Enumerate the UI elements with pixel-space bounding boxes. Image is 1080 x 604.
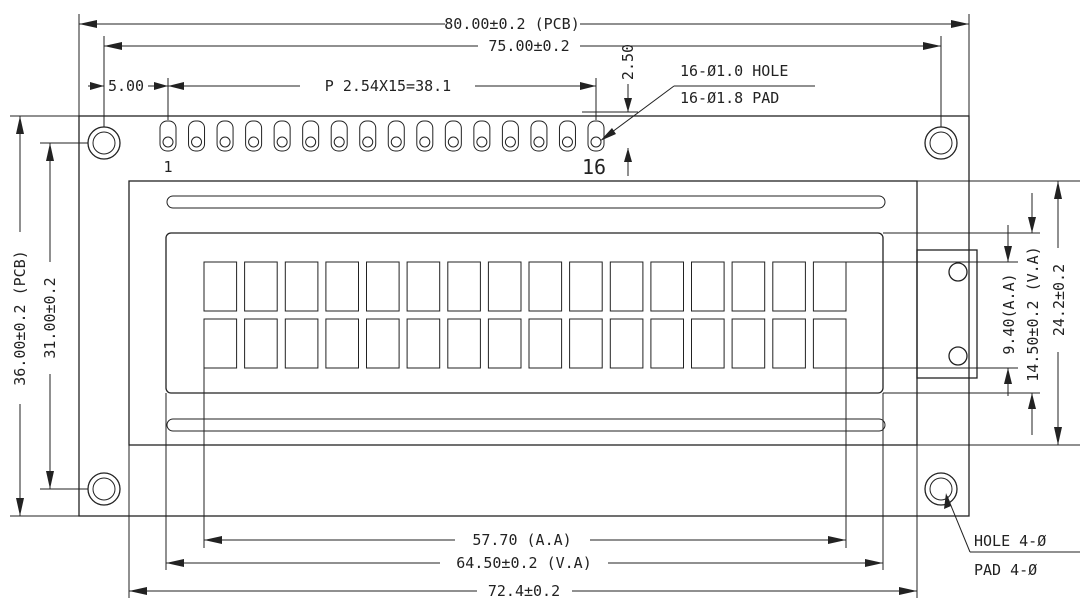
char-cell-r2c12 [650,318,685,369]
char-cell-r2c4 [325,318,359,369]
mounting-hole-br [924,472,958,506]
pin-16 [587,120,605,152]
char-cell-r2c3 [284,318,319,369]
dim-pcb-height: 36.00±0.2 (PCB) [11,250,29,385]
char-cell-r1c6 [406,261,441,312]
char-cell-r1c8 [487,261,522,312]
bezel-slot-bottom [166,418,886,432]
char-cell-r1c10 [569,261,603,312]
pad-spec: 16-Ø1.8 PAD [680,89,779,107]
char-cell-r2c15 [772,318,806,369]
char-cell-r1c14 [731,261,766,312]
char-cell-r1c15 [772,261,806,312]
char-cell-r1c5 [366,261,400,312]
dim-bezel-width: 72.4±0.2 [488,582,560,600]
pin-11 [444,120,462,152]
char-cell-r2c11 [609,318,644,369]
pin-7 [330,120,348,152]
dim-va-height: 14.50±0.2 (V.A) [1024,246,1042,381]
char-cell-r2c9 [528,318,563,369]
char-cell-r2c7 [447,318,481,369]
pin-number-first: 1 [163,158,172,176]
viewing-area [165,232,884,394]
pin-12 [473,120,491,152]
pin-1 [159,120,177,152]
dim-aa-height: 9.40(A.A) [1000,273,1018,354]
char-cell-r1c7 [447,261,481,312]
dimension-labels: 80.00±0.2 (PCB) 75.00±0.2 5.00 P 2.54X15… [11,15,1068,600]
bezel-slot-top [166,195,886,209]
pin-15 [558,120,576,152]
char-cell-r1c1 [203,261,238,312]
pin-header [159,120,605,152]
pin-9 [387,120,405,152]
pin-13 [501,120,519,152]
char-cell-r2c1 [203,318,238,369]
char-cell-r2c6 [406,318,441,369]
char-cell-r2c8 [487,318,522,369]
bezel-outline [128,180,918,446]
pin-number-last: 16 [582,155,606,179]
char-cell-r1c12 [650,261,685,312]
pin-3 [216,120,234,152]
backlight-tab [916,249,978,379]
char-cell-r2c16 [812,318,847,369]
dim-pin1-offset: 5.00 [108,77,144,95]
char-cell-r2c13 [691,318,725,369]
char-cell-r2c5 [366,318,400,369]
char-cell-r2c10 [569,318,603,369]
pin-8 [359,120,377,152]
pin-2 [188,120,206,152]
mounting-hole-tr [924,126,958,160]
char-cell-r1c2 [244,261,278,312]
pin-14 [530,120,548,152]
mount-pad-spec: PAD 4-Ø [974,561,1037,579]
mounting-hole-tl [87,126,121,160]
dim-hole-span: 75.00±0.2 [488,37,569,55]
dim-pcb-width: 80.00±0.2 (PCB) [444,15,579,33]
pin-4 [245,120,263,152]
pin-5 [273,120,291,152]
pin-10 [416,120,434,152]
char-cell-r1c13 [691,261,725,312]
dim-hole-span-v: 31.00±0.2 [41,277,59,358]
dim-va-width: 64.50±0.2 (V.A) [456,554,591,572]
pcb-outline [78,115,970,517]
extension-lines [10,14,1080,598]
char-cell-r2c14 [731,318,766,369]
dimension-lines [16,20,1080,595]
char-cell-r1c3 [284,261,319,312]
dim-aa-width: 57.70 (A.A) [472,531,571,549]
mounting-hole-bl [87,472,121,506]
char-cell-r1c4 [325,261,359,312]
char-cell-r2c2 [244,318,278,369]
pin-6 [302,120,320,152]
char-cell-r1c11 [609,261,644,312]
char-cell-r1c16 [812,261,847,312]
dim-pin-offset-v: 2.50 [619,44,637,80]
char-cell-r1c9 [528,261,563,312]
dim-pitch: P 2.54X15=38.1 [325,77,451,95]
character-grid [203,261,847,369]
mount-hole-spec: HOLE 4-Ø [974,532,1046,550]
hole-spec: 16-Ø1.0 HOLE [680,62,788,80]
dim-bezel-height: 24.2±0.2 [1050,264,1068,336]
